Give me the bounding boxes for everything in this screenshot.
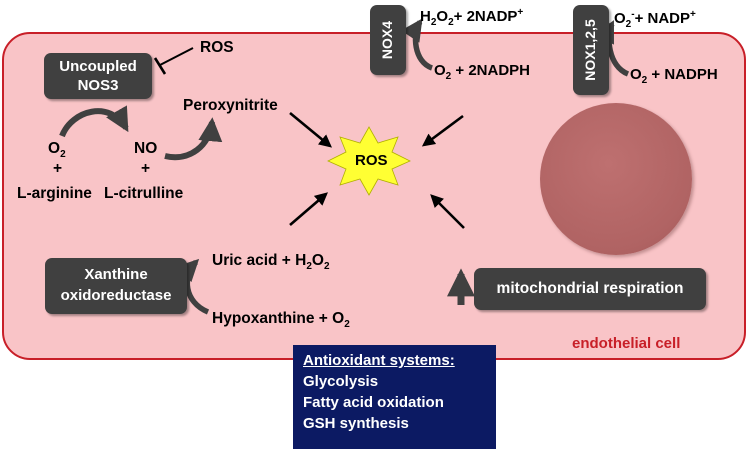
nox4-box: NOX4 xyxy=(370,5,406,75)
peroxynitrite-label: Peroxynitrite xyxy=(183,97,278,114)
nox4-label: NOX4 xyxy=(379,20,395,60)
ros-inhibition-line xyxy=(159,47,194,66)
mitochondrial-respiration-box: mitochondrial respiration xyxy=(474,268,706,310)
antioxidant-item: GSH synthesis xyxy=(303,415,409,432)
ros-inhibitor-label: ROS xyxy=(200,39,234,56)
arrow-mito-to-ros xyxy=(430,194,465,229)
arrow-no-to-peroxynitrite xyxy=(164,117,223,161)
o2-reactant: O2 xyxy=(48,140,66,161)
antioxidant-item: Fatty acid oxidation xyxy=(303,394,444,411)
antioxidant-title: Antioxidant systems: xyxy=(303,352,455,369)
arrow-xanthine-to-ros xyxy=(289,192,328,226)
nos3-line2: NOS3 xyxy=(77,77,119,94)
no-label: NO xyxy=(134,140,158,157)
nox4-products: H2O2+ 2NADP+ xyxy=(420,7,524,28)
nox125-products: O2-+ NADP+ xyxy=(614,9,696,30)
xanthine-substrates: Hypoxanthine + O2 xyxy=(212,310,350,331)
antioxidant-systems-box: Antioxidant systems: Glycolysis Fatty ac… xyxy=(293,345,496,449)
arrow-nox125-reaction xyxy=(594,20,630,77)
endothelial-cell-label: endothelial cell xyxy=(572,335,681,352)
nox125-box: NOX1,2,5 xyxy=(573,5,609,95)
uncoupled-nos3-box: Uncoupled NOS3 xyxy=(44,53,152,99)
ros-inhibition-bar xyxy=(153,57,167,75)
plus-sign-1: + xyxy=(53,160,63,177)
xanthine-line2: oxidoreductase xyxy=(60,287,172,304)
nox125-label: NOX1,2,5 xyxy=(582,19,598,81)
arrow-nox4-reaction xyxy=(401,18,434,71)
xanthine-oxidoreductase-box: Xanthine oxidoreductase xyxy=(45,258,187,314)
antioxidant-item: Glycolysis xyxy=(303,373,379,390)
nos3-line1: Uncoupled xyxy=(59,58,137,75)
arrow-nox4-to-ros xyxy=(421,114,464,147)
l-citrulline-label: L-citrulline xyxy=(104,185,184,202)
ros-star xyxy=(327,126,411,196)
xanthine-products: Uric acid + H2O2 xyxy=(212,252,330,273)
nox4-substrates: O2 + 2NADPH xyxy=(434,62,531,82)
arrow-peroxynitrite-to-ros xyxy=(289,111,333,148)
l-arginine-label: L-arginine xyxy=(17,185,92,202)
arrow-nos3-conversion xyxy=(59,105,129,138)
mitochondrion-shape xyxy=(540,103,692,255)
arrow-xanthine-reaction xyxy=(175,258,210,315)
nox125-substrates: O2 + NADPH xyxy=(630,66,718,86)
ros-label: ROS xyxy=(355,152,388,169)
plus-sign-2: + xyxy=(141,160,151,177)
xanthine-line1: Xanthine xyxy=(84,266,148,283)
